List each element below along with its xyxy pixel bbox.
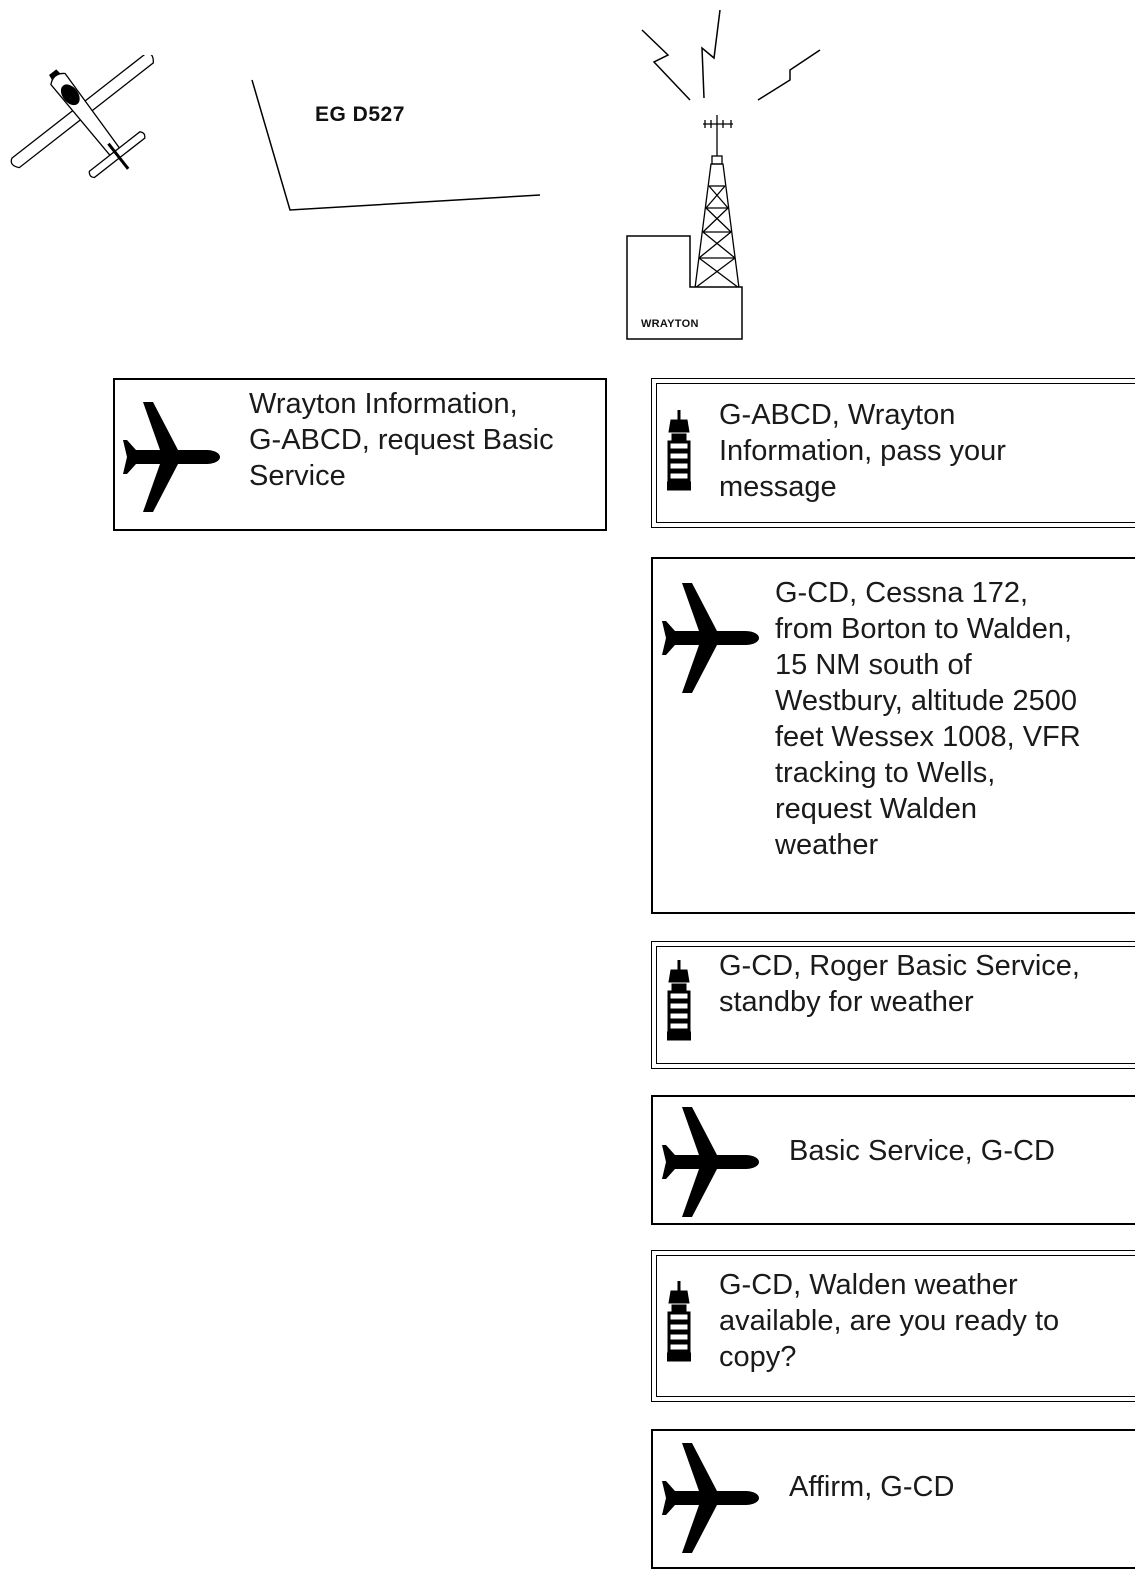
control-tower-icon	[667, 410, 691, 500]
station-label: WRAYTON	[641, 318, 699, 330]
message-text: G-CD, Roger Basic Service, standby for w…	[719, 950, 1080, 1018]
airplane-icon	[662, 583, 762, 693]
airplane-icon	[123, 402, 223, 512]
light-aircraft-icon	[8, 55, 173, 185]
radio-waves-icon	[640, 10, 830, 110]
airplane-icon	[662, 1443, 762, 1553]
atc-message-3: G-CD, Walden weather available, are you …	[651, 1250, 1135, 1402]
pilot-message-1: Wrayton Information, G-ABCD, request Bas…	[113, 378, 607, 531]
message-text: Wrayton Information, G-ABCD, request Bas…	[249, 388, 554, 492]
radio-mast-icon	[625, 110, 745, 342]
airplane-icon	[662, 1107, 762, 1217]
pilot-message-2: G-CD, Cessna 172, from Borton to Walden,…	[651, 557, 1135, 914]
message-text: Affirm, G-CD	[789, 1471, 955, 1503]
pilot-message-4: Affirm, G-CD	[651, 1429, 1135, 1569]
message-text: G-ABCD, Wrayton Information, pass your m…	[719, 399, 1006, 503]
message-text: G-CD, Cessna 172, from Borton to Walden,…	[775, 577, 1081, 861]
building-icon	[626, 235, 744, 341]
pilot-message-3: Basic Service, G-CD	[651, 1095, 1135, 1225]
airspace-zone-label: EG D527	[315, 103, 405, 126]
airspace-boundary	[245, 75, 545, 215]
message-text: G-CD, Walden weather available, are you …	[719, 1269, 1060, 1373]
atc-message-2: G-CD, Roger Basic Service, standby for w…	[651, 941, 1135, 1069]
atc-message-1: G-ABCD, Wrayton Information, pass your m…	[651, 378, 1135, 528]
message-text: Basic Service, G-CD	[789, 1135, 1055, 1167]
control-tower-icon	[667, 960, 691, 1050]
control-tower-icon	[667, 1281, 691, 1371]
